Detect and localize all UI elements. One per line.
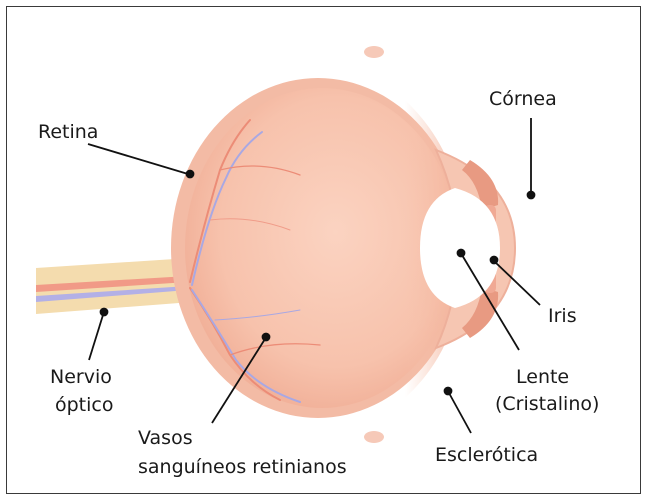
label-lente-line1: Lente [516,365,569,390]
label-lente-line2: (Cristalino) [495,392,599,417]
label-retina: Retina [38,120,98,145]
label-iris: Iris [548,304,577,329]
top-fragment [364,46,384,58]
label-vasos-line1: Vasos [138,426,193,451]
label-esclerotica: Esclerótica [435,443,538,468]
label-nervio-line1: Nervio [50,365,112,390]
bottom-fragment [364,431,384,443]
optic-nerve [36,258,192,314]
label-nervio-line2: óptico [55,393,113,418]
label-cornea: Córnea [489,87,557,112]
label-vasos-line2: sanguíneos retinianos [138,455,347,480]
